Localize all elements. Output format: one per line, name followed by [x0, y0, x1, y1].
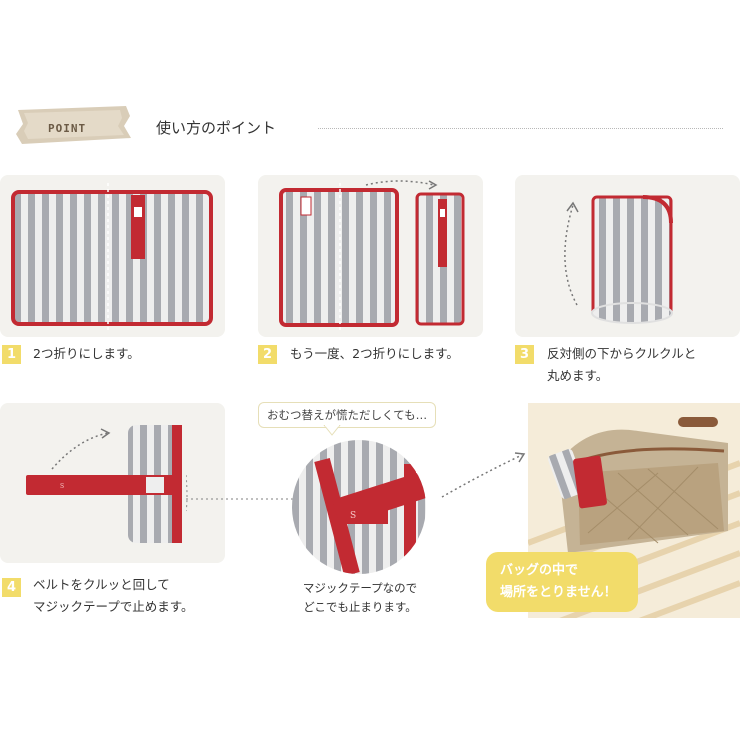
- arrow-to-bag: [441, 452, 526, 498]
- bag-bubble-line1: バッグの中で: [500, 563, 579, 578]
- step2-image: [258, 175, 483, 337]
- closeup-circle-image: S: [292, 440, 426, 574]
- svg-text:S: S: [350, 511, 356, 521]
- connector-line: [186, 474, 294, 512]
- step3-caption-line1: 反対側の下からクルクルと: [547, 346, 697, 361]
- middle-caption-line1: マジックテープなので: [302, 581, 418, 595]
- bag-bubble-line2: 場所をとりません！: [500, 585, 617, 600]
- title-divider: [318, 128, 723, 129]
- svg-text:S: S: [60, 483, 64, 490]
- bubble-tail: [323, 425, 341, 436]
- middle-caption-line2: どこでも止まります。: [303, 600, 417, 614]
- step4-caption-line1: ベルトをクルッと回して: [33, 577, 170, 592]
- step3-number: 3: [515, 345, 534, 364]
- step1-image: [0, 175, 225, 337]
- point-label: POINT: [48, 122, 87, 135]
- step3-caption-line2: 丸めます。: [547, 368, 609, 383]
- step2-caption: もう一度、2つ折りにします。: [290, 346, 459, 361]
- page-title: 使い方のポイント: [156, 119, 277, 137]
- point-tag-background: [16, 106, 131, 144]
- step4-number: 4: [2, 578, 21, 597]
- step4-image: S: [0, 403, 225, 563]
- bag-speech-bubble: バッグの中で 場所をとりません！: [486, 552, 638, 612]
- step2-number: 2: [258, 345, 277, 364]
- step4-caption-line2: マジックテープで止めます。: [33, 599, 194, 614]
- hurry-speech-text: おむつ替えが慌ただしくても…: [267, 408, 428, 422]
- step1-caption: 2つ折りにします。: [33, 346, 140, 361]
- step1-number: 1: [2, 345, 21, 364]
- hurry-speech-bubble: おむつ替えが慌ただしくても…: [258, 402, 437, 428]
- step3-image: [515, 175, 740, 337]
